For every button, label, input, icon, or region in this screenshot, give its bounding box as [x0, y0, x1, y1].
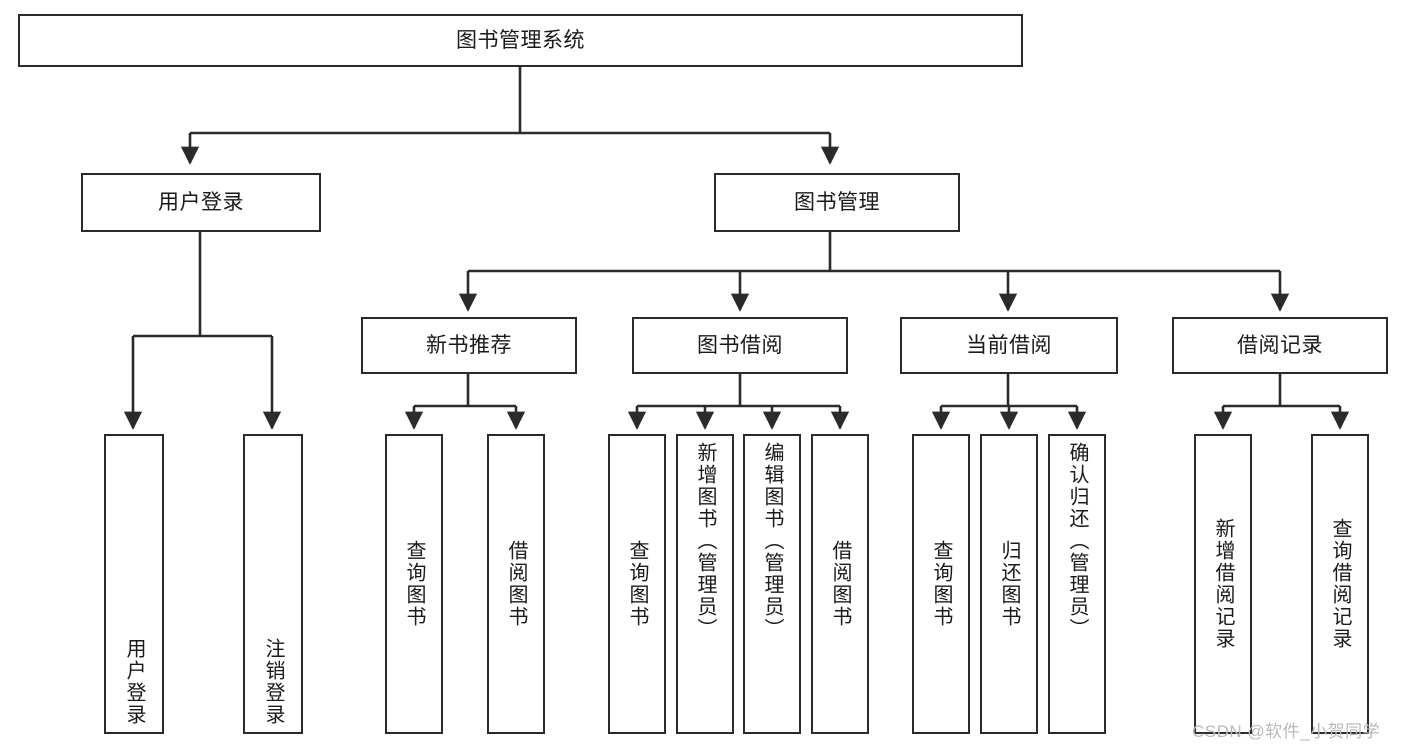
node-leaf-return-book[interactable]: 归还图书	[980, 434, 1038, 734]
node-leaf-user-login-label: 用户登录	[123, 638, 145, 726]
node-leaf-query-book[interactable]: 查询图书	[608, 434, 666, 734]
node-leaf-borrow-book-label: 借阅图书	[829, 540, 851, 628]
node-leaf-borrow-book-recommend[interactable]: 借阅图书	[487, 434, 545, 734]
node-current-borrow-label: 当前借阅	[966, 333, 1052, 357]
node-new-book-recommend[interactable]: 新书推荐	[361, 317, 577, 374]
node-leaf-add-borrow-record-label: 新增借阅记录	[1212, 518, 1234, 650]
node-leaf-add-book[interactable]: 新增图书（管理员）	[676, 434, 734, 734]
node-current-borrow[interactable]: 当前借阅	[900, 317, 1118, 374]
node-book-borrow[interactable]: 图书借阅	[632, 317, 848, 374]
node-leaf-return-book-label: 归还图书	[998, 540, 1020, 628]
node-borrow-record-label: 借阅记录	[1237, 333, 1323, 357]
node-book-manage-label: 图书管理	[794, 190, 880, 214]
node-leaf-query-borrow-record-label: 查询借阅记录	[1329, 518, 1351, 650]
node-leaf-edit-book[interactable]: 编辑图书（管理员）	[743, 434, 801, 734]
node-leaf-query-book-recommend[interactable]: 查询图书	[385, 434, 443, 734]
node-leaf-query-book-current[interactable]: 查询图书	[912, 434, 970, 734]
node-user-login-label: 用户登录	[158, 190, 244, 214]
node-leaf-edit-book-label: 编辑图书（管理员）	[761, 442, 783, 640]
node-book-borrow-label: 图书借阅	[697, 333, 783, 357]
node-user-login[interactable]: 用户登录	[81, 173, 321, 232]
node-leaf-user-login[interactable]: 用户登录	[104, 434, 164, 734]
node-leaf-query-borrow-record[interactable]: 查询借阅记录	[1311, 434, 1369, 734]
node-leaf-query-book-current-label: 查询图书	[930, 540, 952, 628]
node-leaf-add-book-label: 新增图书（管理员）	[694, 442, 716, 640]
node-leaf-borrow-book[interactable]: 借阅图书	[811, 434, 869, 734]
node-leaf-confirm-return-label: 确认归还（管理员）	[1066, 442, 1088, 640]
node-leaf-confirm-return[interactable]: 确认归还（管理员）	[1048, 434, 1106, 734]
node-leaf-query-book-recommend-label: 查询图书	[403, 540, 425, 628]
node-leaf-logout-label: 注销登录	[262, 638, 284, 726]
node-borrow-record[interactable]: 借阅记录	[1172, 317, 1388, 374]
node-new-book-recommend-label: 新书推荐	[426, 333, 512, 357]
csdn-watermark: CSDN @软件_小贺同学	[1192, 722, 1381, 741]
node-leaf-logout[interactable]: 注销登录	[243, 434, 303, 734]
node-root-label: 图书管理系统	[456, 28, 585, 52]
node-book-manage[interactable]: 图书管理	[714, 173, 960, 232]
node-leaf-borrow-book-recommend-label: 借阅图书	[505, 540, 527, 628]
node-leaf-query-book-label: 查询图书	[626, 540, 648, 628]
node-root[interactable]: 图书管理系统	[18, 14, 1023, 67]
node-leaf-add-borrow-record[interactable]: 新增借阅记录	[1194, 434, 1252, 734]
